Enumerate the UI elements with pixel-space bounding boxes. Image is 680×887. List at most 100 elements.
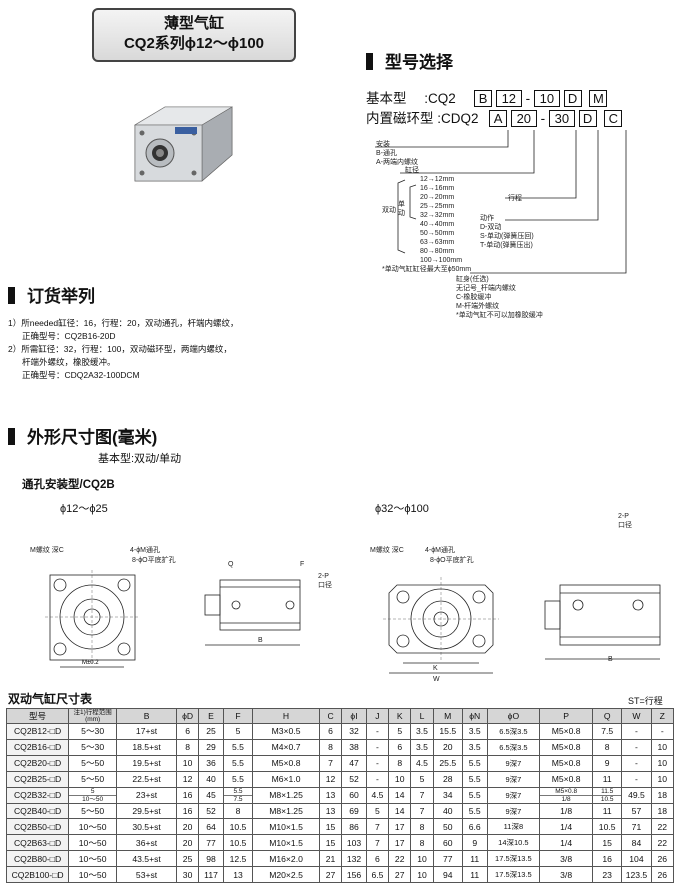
table-cell: 36+st <box>116 834 177 852</box>
table-cell: M5×0.8 <box>539 754 594 772</box>
table-cell: 60 <box>341 786 367 804</box>
table-cell: 10.5 <box>222 818 254 836</box>
table-cell: 5.5 <box>461 770 488 788</box>
table-cell: 47 <box>341 754 367 772</box>
table-cell: 22 <box>650 818 675 836</box>
table-cell: CQ2B12-□D <box>5 723 70 740</box>
table-cell: 26 <box>650 866 675 884</box>
table-cell: 7 <box>365 818 390 836</box>
bore-50: 50→50mm <box>420 230 455 237</box>
table-cell: 10 <box>410 866 434 884</box>
table-cell: M5×0.8 <box>539 738 594 756</box>
table-cell: 9深7 <box>486 754 541 772</box>
order-examples: 1）所needed缸径：16，行程：20，双动通孔，杆端内螺纹， 正确型号：CQ… <box>8 317 239 382</box>
table-header-cell: ϕN <box>461 708 488 724</box>
table-cell: 49.5 <box>621 786 652 804</box>
table-cell: 43.5+st <box>116 850 177 868</box>
table-cell: 26 <box>650 850 675 868</box>
table-cell: - <box>365 723 390 740</box>
bore-80: 80→80mm <box>420 248 455 255</box>
table-cell: 5～50 <box>68 802 118 820</box>
table-cell: 11深8 <box>486 818 541 836</box>
table-cell: 4.5 <box>365 786 390 804</box>
table-cell: 29.5+st <box>116 802 177 820</box>
table-cell: 17.5深13.5 <box>486 866 541 884</box>
table-cell: CQ2B50-□D <box>5 818 70 836</box>
table-cell: 27 <box>318 866 343 884</box>
table-cell: 7 <box>410 802 434 820</box>
table-cell: 30.5+st <box>116 818 177 836</box>
table-cell: 17.5深13.5 <box>486 850 541 868</box>
table-cell: CQ2B63-□D <box>5 834 70 852</box>
table-cell: M5×0.8 <box>539 723 594 740</box>
section-dimension-heading: 外形尺寸图(毫米) <box>8 423 157 448</box>
table-cell: M3×0.5 <box>252 723 320 740</box>
table-cell: M20×2.5 <box>252 866 320 884</box>
table-cell: CQ2B40-□D <box>5 802 70 820</box>
table-cell: 3/8 <box>539 850 594 868</box>
table-cell: 20 <box>432 738 463 756</box>
magnetic-box-rod: C <box>604 110 623 127</box>
table-cell: 1/4 <box>539 818 594 836</box>
action-s: S-单动(弹簧压回) <box>480 233 534 240</box>
table-cell: 5 <box>222 723 254 740</box>
table-cell: 7 <box>410 786 434 804</box>
table-cell: M6×1.0 <box>252 770 320 788</box>
basic-prefix: :CQ2 <box>424 91 456 106</box>
magnetic-label: 内置磁环型 <box>366 111 434 126</box>
legend-rod: 缸身(任选) 无记号_杆端内螺纹 C-橡胶缓冲 M-杆端外螺纹 *单动气缸不可以… <box>456 275 543 320</box>
table-cell: 11 <box>461 850 488 868</box>
counterbore-label-large: 8-ϕO平底扩孔 <box>430 557 474 564</box>
table-header-cell: E <box>198 708 224 724</box>
table-title: 双动气缸尺寸表 <box>8 692 93 706</box>
table-cell: 10～50 <box>68 834 118 852</box>
table-cell: 34 <box>432 786 463 804</box>
table-cell: M16×2.0 <box>252 850 320 868</box>
legend-connector-lines <box>375 130 627 274</box>
order-example-1-model: 正确型号：CQ2B16-20D <box>22 331 116 341</box>
title-line2: CQ2系列ϕ12～ϕ100 <box>123 35 265 52</box>
table-cell: 36 <box>198 754 224 772</box>
table-cell: 15.5 <box>432 723 463 740</box>
table-cell: 30 <box>175 866 200 884</box>
table-cell: 86 <box>341 818 367 836</box>
table-cell: 3.5 <box>461 723 488 740</box>
rod-none: 无记号_杆端内螺纹 <box>456 285 516 292</box>
heading-bar-icon <box>366 53 373 70</box>
table-cell: 7.5 <box>592 723 623 740</box>
table-cell: 10 <box>650 738 675 756</box>
order-example-2-cont: 杆端外螺纹，橡胶缓冲。 <box>22 357 116 367</box>
table-cell: 15 <box>318 834 343 852</box>
table-cell: 5.5 <box>461 786 488 804</box>
heading-bar-icon <box>8 287 15 304</box>
table-cell: 64 <box>198 818 224 836</box>
table-cell: M8×1.25 <box>252 786 320 804</box>
table-cell: 18 <box>650 786 675 804</box>
table-cell: 32 <box>341 723 367 740</box>
through-hole-label: 通孔安装型/CQ2B <box>22 479 115 491</box>
table-cell: 156 <box>341 866 367 884</box>
basic-box-stroke: 10 <box>533 90 560 107</box>
table-cell: 10 <box>410 850 434 868</box>
action-t: T-单动(弹簧压出) <box>480 242 533 249</box>
order-example-2-model: 正确型号：CDQ2A32-100DCM <box>22 370 140 380</box>
rod-title: 缸身(任选) <box>456 276 489 283</box>
table-cell: 6.6 <box>461 818 488 836</box>
table-cell: 9 <box>461 834 488 852</box>
section-order-title: 订货举列 <box>27 287 95 306</box>
m02-bottom-label: M±0.2 <box>82 660 99 666</box>
table-cell: 20 <box>175 834 200 852</box>
table-cell: - <box>650 723 675 740</box>
table-cell: M10×1.5 <box>252 834 320 852</box>
table-cell: 14 <box>388 802 412 820</box>
action-title: 动作 <box>480 215 494 222</box>
table-header-cell: Z <box>650 708 675 724</box>
table-cell: CQ2B16-□D <box>5 738 70 756</box>
m-thread-label-large: M螺纹 深C <box>370 547 404 554</box>
b-label-large: B <box>608 656 613 663</box>
table-cell: CQ2B80-□D <box>5 850 70 868</box>
